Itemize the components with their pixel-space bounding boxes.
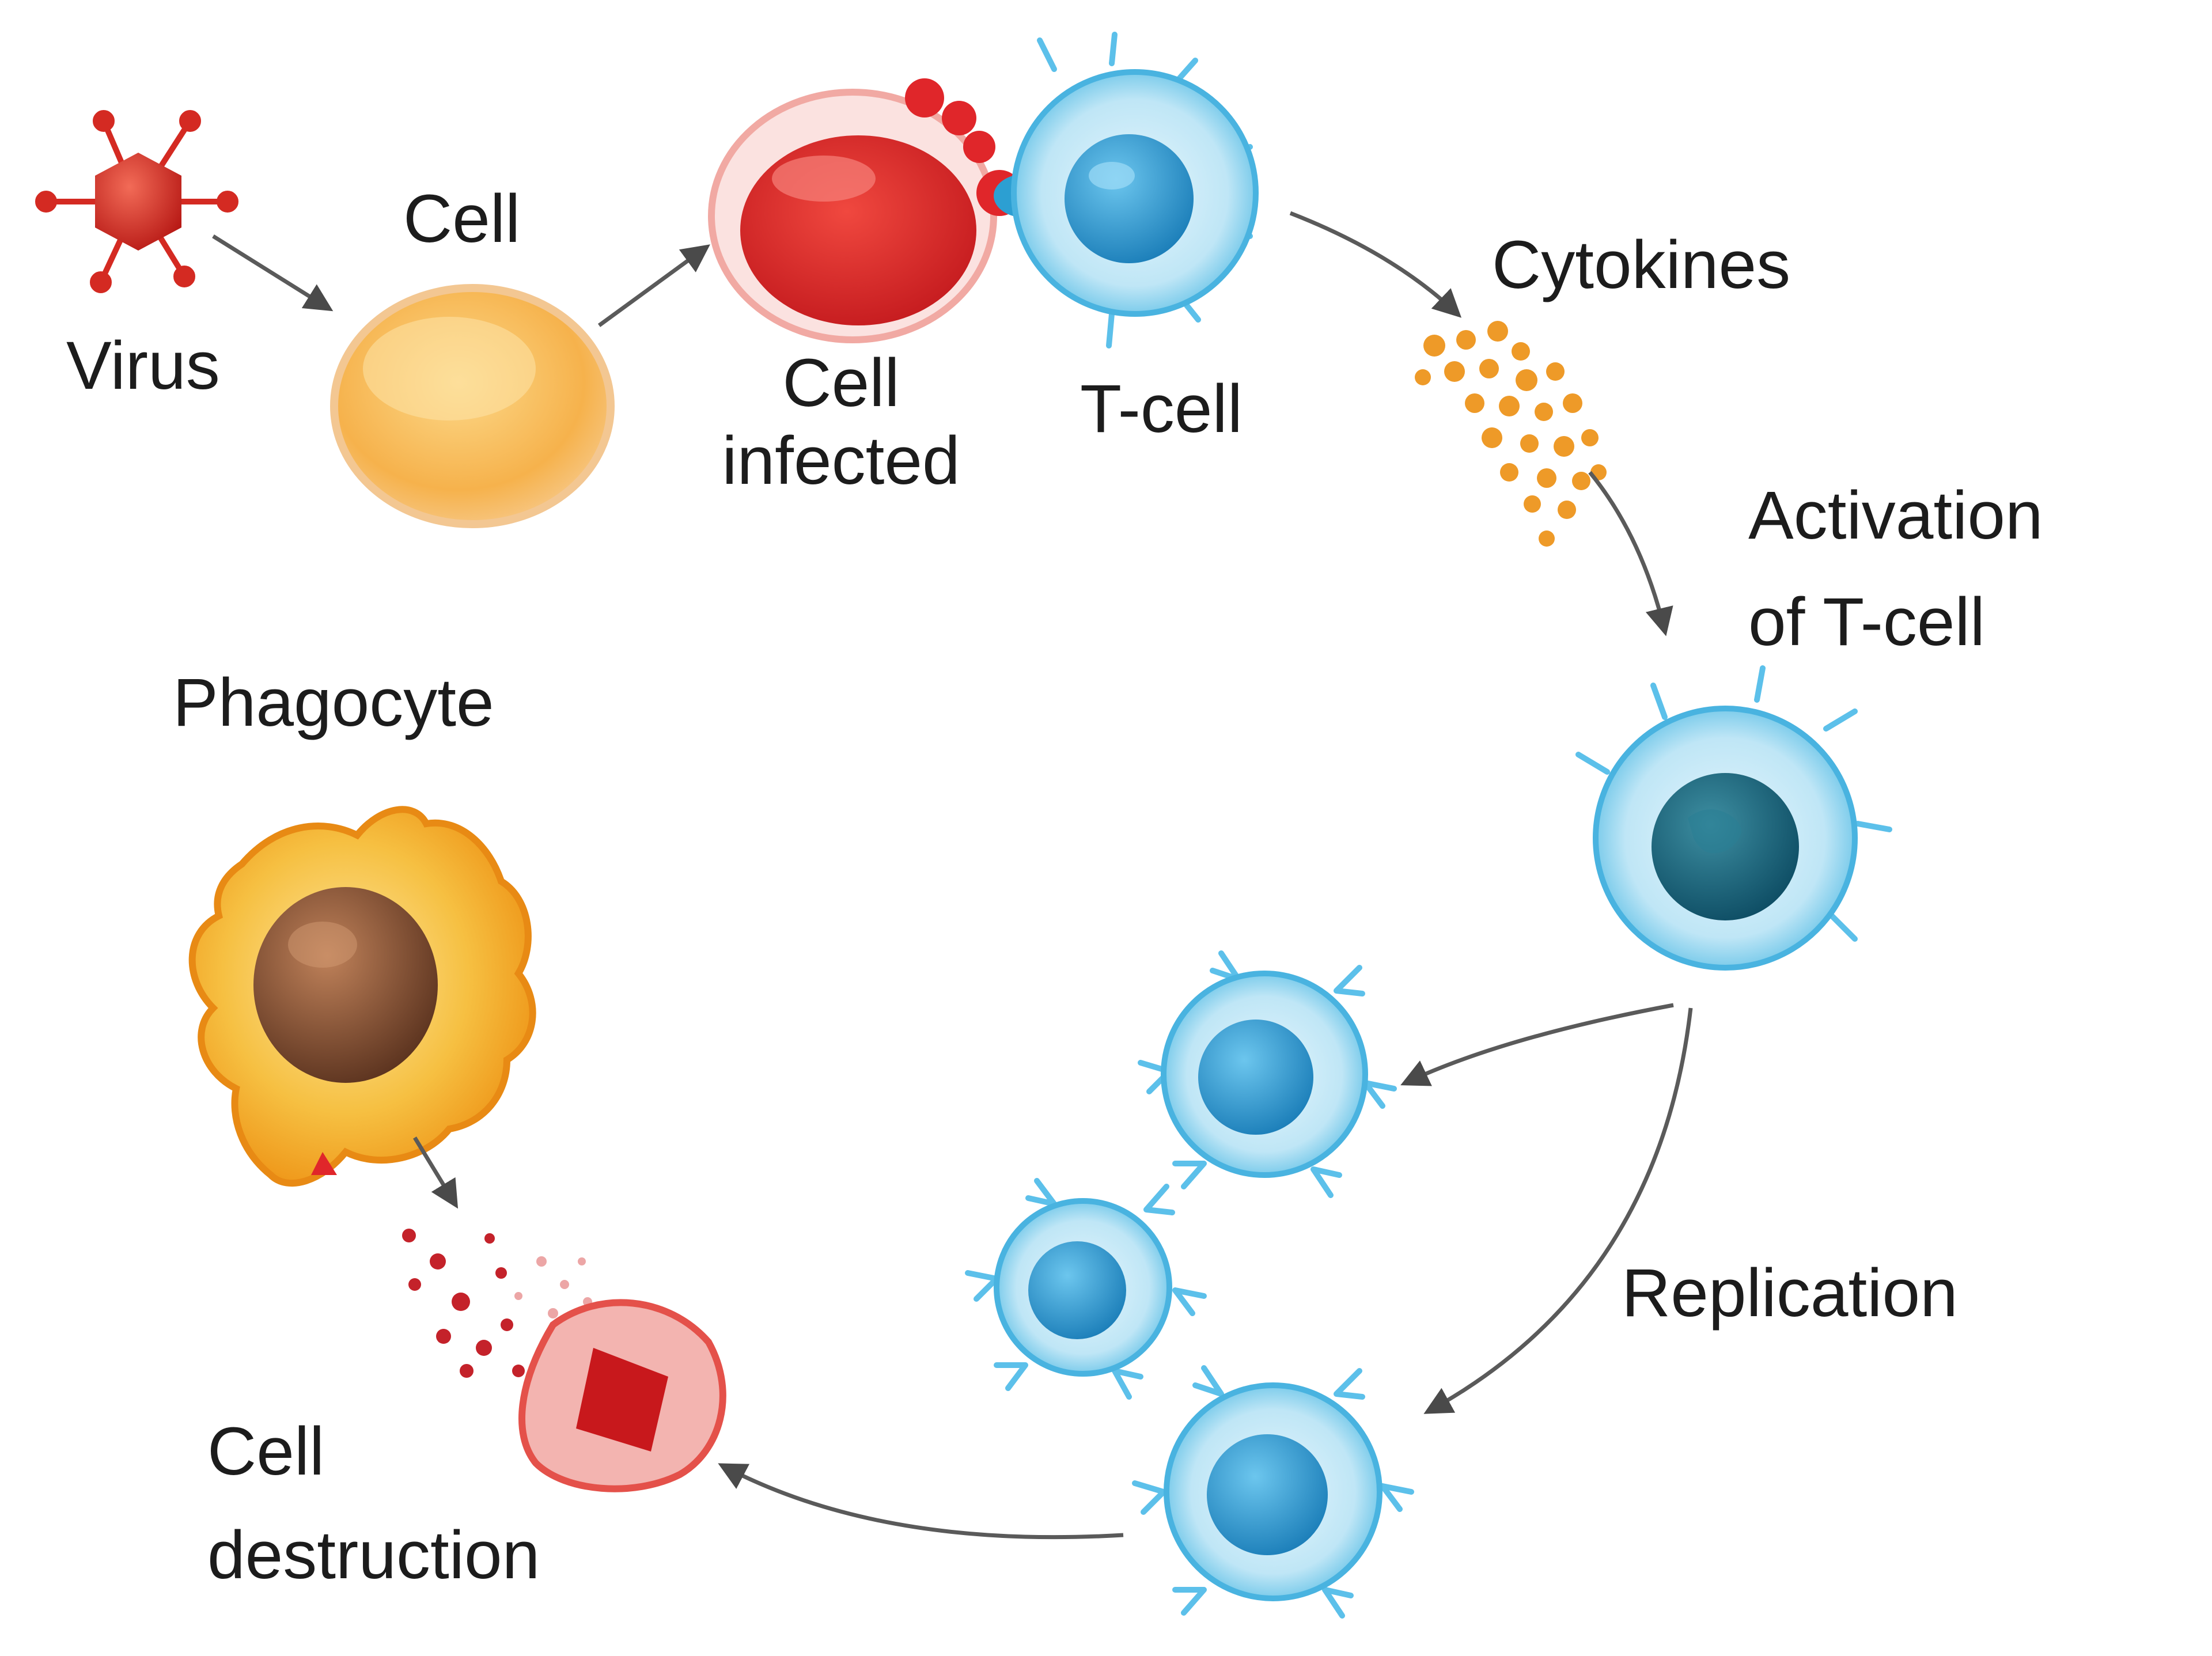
label-t-cell: T-cell	[1080, 371, 1243, 447]
arrow-phagocyte-to-destruction	[413, 1136, 459, 1209]
infected-cell-icon	[708, 78, 1022, 343]
arrows	[212, 211, 1693, 1540]
t-cell-clone-3-icon	[1132, 1365, 1414, 1619]
label-cell-infected-line2: infected	[722, 423, 960, 499]
healthy-cell-icon	[330, 284, 615, 528]
arrow-activation-to-clone1	[1400, 1003, 1674, 1086]
t-cell-clone-2-icon	[965, 1178, 1207, 1400]
label-activation-line2: of T-cell	[1748, 584, 1985, 660]
t-cell-clone-1-icon	[1138, 950, 1397, 1198]
label-virus: Virus	[66, 328, 220, 404]
virus-icon	[35, 110, 238, 293]
activated-t-cell-icon	[1575, 665, 1892, 971]
arrow-virus-to-cell	[212, 234, 334, 312]
arrow-clone3-to-destruction	[718, 1463, 1124, 1540]
cytokines-icon	[1415, 321, 1607, 547]
arrow-cell-to-infected	[597, 244, 710, 327]
label-cell: Cell	[403, 181, 520, 257]
label-replication: Replication	[1622, 1255, 1958, 1331]
arrow-tcell-to-cytokines	[1289, 211, 1462, 318]
t-cell-icon	[994, 32, 1259, 348]
label-cytokines: Cytokines	[1492, 227, 1790, 303]
label-phagocyte: Phagocyte	[173, 665, 494, 741]
label-cell-destruction-line1: Cell	[207, 1414, 324, 1490]
label-cell-destruction-line2: destruction	[207, 1517, 540, 1593]
arrow-activation-to-clone3	[1423, 1007, 1693, 1414]
label-cell-infected-line1: Cell	[782, 345, 899, 421]
cell-destruction-icon	[402, 1229, 726, 1492]
arrow-cytokines-to-activation	[1588, 471, 1673, 636]
label-activation-line1: Activation	[1748, 478, 2043, 554]
phagocyte-icon	[188, 806, 536, 1187]
